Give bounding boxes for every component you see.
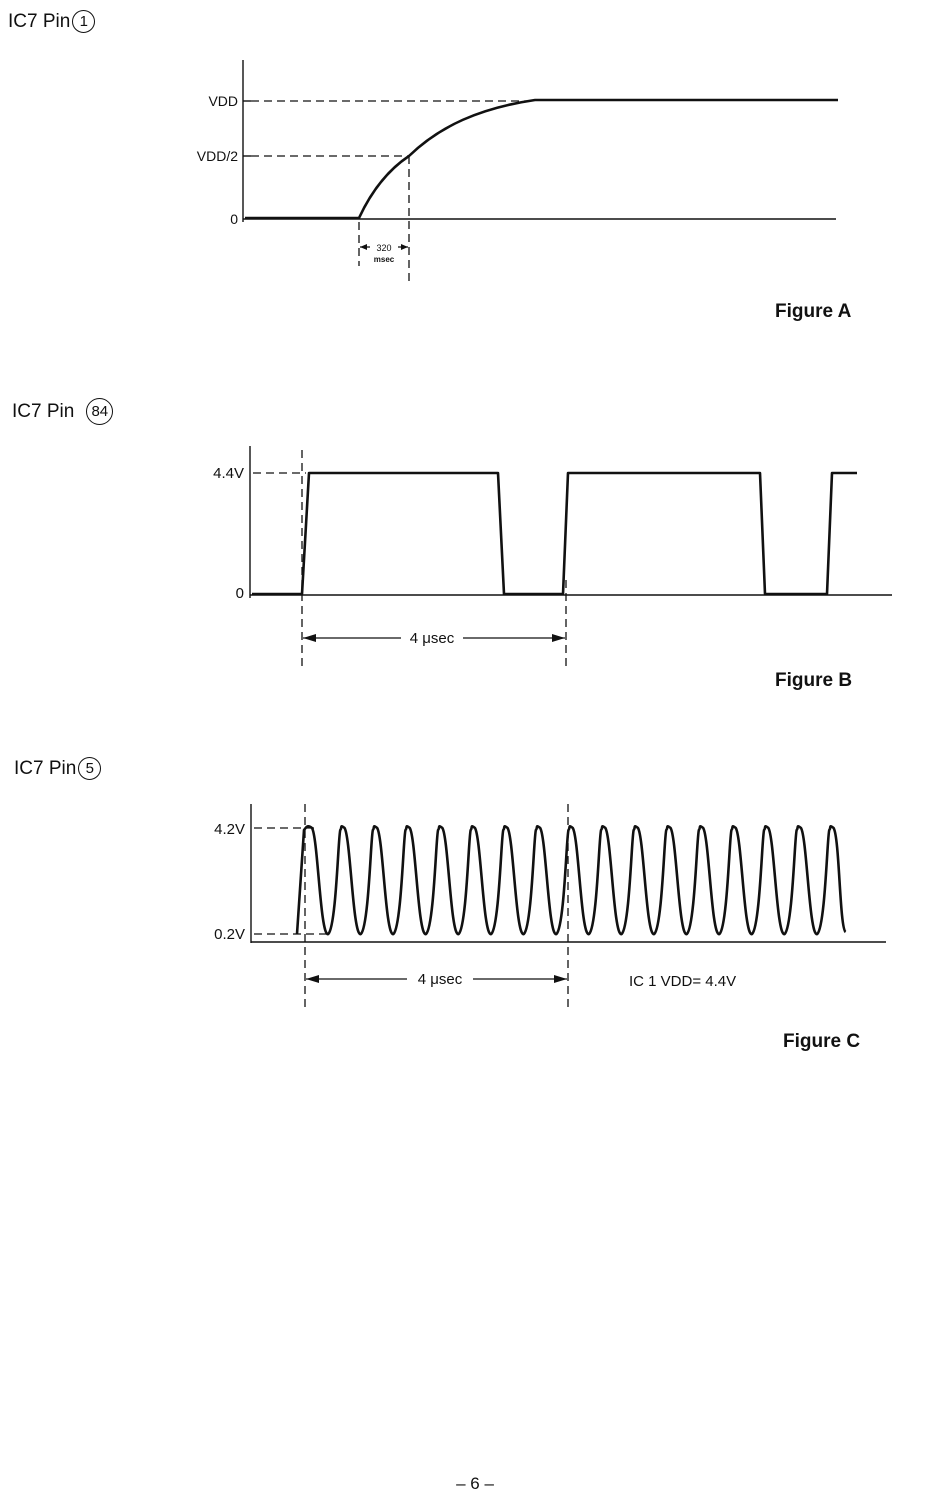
figure-c-label-high: 4.2V (214, 821, 245, 838)
figure-b-caption: Figure B (775, 670, 852, 692)
figure-a-label-vdd-half: VDD/2 (197, 148, 238, 164)
figure-c-waveform (297, 826, 846, 934)
figure-c-period-label: 4 μsec (418, 971, 463, 988)
page-number: – 6 – (0, 1474, 950, 1494)
figure-c-pin-label: IC7 Pin 5 (14, 757, 101, 780)
figure-a-label-vdd: VDD (208, 93, 238, 109)
figure-c-pin-prefix: IC7 Pin (14, 758, 76, 780)
figure-a-interval-unit: msec (374, 255, 395, 264)
figure-c-pin-number: 5 (78, 757, 101, 780)
figure-b-waveform (252, 473, 857, 594)
figure-a-label-zero: 0 (230, 211, 238, 227)
figure-c-label-low: 0.2V (214, 926, 245, 943)
figure-a-waveform (245, 100, 838, 218)
figure-b-label-high: 4.4V (213, 465, 244, 482)
figure-a-diagram: VDD VDD/2 0 320 msec (0, 0, 950, 300)
figure-b-label-zero: 0 (236, 585, 244, 602)
figure-c-caption: Figure C (783, 1031, 860, 1053)
figure-a-interval-value: 320 (376, 243, 391, 253)
figure-b-period-label: 4 μsec (410, 630, 455, 647)
figure-c-note: IC 1 VDD= 4.4V (629, 973, 736, 990)
figure-a-caption: Figure A (775, 301, 851, 323)
